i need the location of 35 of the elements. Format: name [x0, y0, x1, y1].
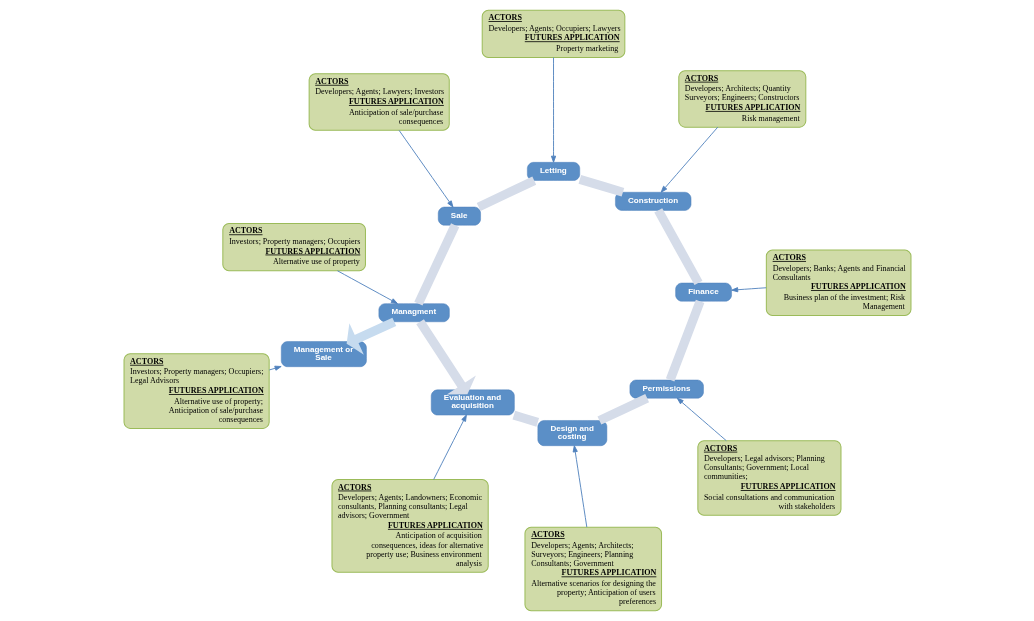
- arrow: [415, 319, 476, 395]
- node-box: ACTORS Developers; Banks; Agents and Financial Consultants FUTURES APPLICATION Business plan of the investment; Risk Management: [765, 249, 911, 316]
- arrow: [268, 365, 282, 371]
- arrow: [398, 129, 453, 208]
- node-box: Finance: [674, 282, 732, 302]
- node-box: ACTORS Developers; Agents; Landowners; Economic consultants, Planning consultants; Legal advisors; Government FUTURES APPLICATION Anticipation of acquisition consequences, ideas for alternative property use; Business environment analysis: [330, 479, 489, 573]
- node-box: Letting: [526, 162, 580, 181]
- node-box: ACTORS Investors; Property managers; Occupiers; Legal Advisors FUTURES APPLICATION Alternative use of property; Anticipation of sale/purchase consequences: [123, 353, 270, 429]
- arrow: [572, 445, 587, 528]
- arrow: [660, 126, 718, 193]
- arrow: [346, 317, 396, 355]
- arrow: [676, 397, 727, 442]
- node-box: ACTORS Developers; Legal advisors; Planning Consultants; Government; Local communities; FUTURES APPLICATION Social consultations and communication with stakeholders: [696, 440, 841, 516]
- connector: [653, 208, 702, 286]
- node-box: ACTORS Developers; Agents; Architects; Surveyors; Engineers; Planning Consultants; Government FUTURES APPLICATION Alternative scenarios for designing the property; Anticipation of users preferences: [523, 526, 662, 612]
- arrow: [432, 414, 467, 480]
- node-box: Sale: [437, 206, 481, 226]
- connector: [665, 299, 704, 382]
- arrow: [336, 270, 398, 305]
- arrow: [730, 287, 767, 293]
- connector: [512, 410, 539, 427]
- node-box: Permissions: [629, 379, 704, 399]
- arrow: [550, 57, 556, 163]
- node-box: ACTORS Developers; Architects; Quantity Surveyors; Engineers; Constructors FUTURES APPLICATION Risk management: [677, 70, 806, 128]
- node-box: Management or Sale: [280, 341, 367, 367]
- node-box: ACTORS Developers; Agents; Lawyers; Investors FUTURES APPLICATION Anticipation of sale/purchase consequences: [308, 73, 450, 131]
- node-box: ACTORS Developers; Agents; Occupiers; Lawyers FUTURES APPLICATION Property marketing: [481, 9, 625, 59]
- node-box: ACTORS Investors; Property managers; Occupiers FUTURES APPLICATION Alternative use of property: [221, 222, 366, 272]
- node-box: Design and costing: [537, 420, 607, 446]
- connector: [596, 394, 649, 425]
- node-box: Managment: [378, 303, 450, 322]
- connector: [578, 174, 624, 197]
- connector: [476, 176, 536, 212]
- node-box: Construction: [614, 192, 691, 211]
- node-box: Evaluation and acquisition: [430, 389, 515, 416]
